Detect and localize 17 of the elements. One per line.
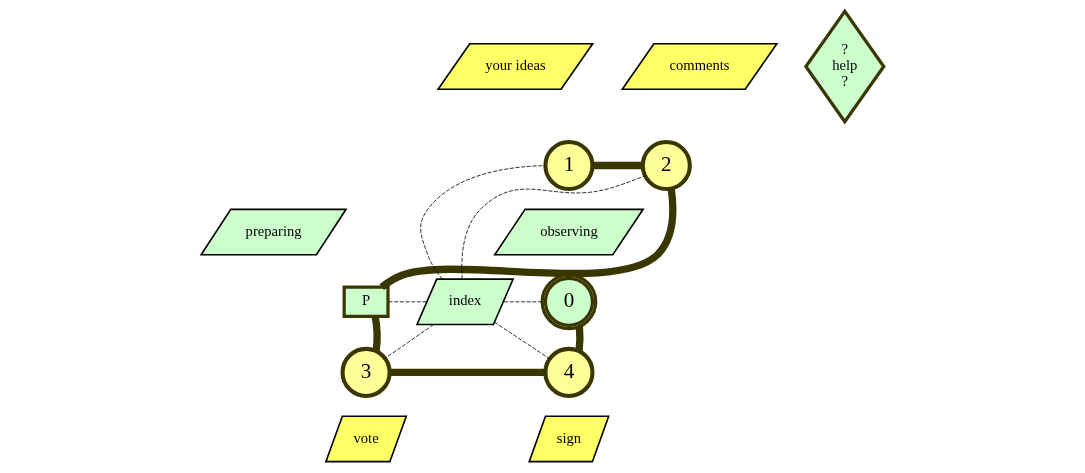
node-box: P bbox=[342, 285, 390, 319]
connector bbox=[494, 321, 550, 360]
connector bbox=[420, 165, 546, 280]
connector bbox=[461, 175, 646, 280]
connector bbox=[387, 301, 427, 303]
connector bbox=[575, 326, 584, 352]
connector bbox=[592, 161, 643, 170]
node-diamond: ? help ? bbox=[803, 8, 886, 125]
connector bbox=[371, 315, 381, 352]
connector bbox=[384, 324, 434, 359]
node-circle: 1 bbox=[543, 139, 595, 192]
connector bbox=[503, 301, 543, 303]
node-circle: 4 bbox=[543, 346, 595, 398]
connector bbox=[389, 368, 546, 377]
node-circle: 3 bbox=[340, 346, 392, 398]
connector bbox=[379, 188, 677, 290]
node-circle: 2 bbox=[640, 139, 692, 192]
